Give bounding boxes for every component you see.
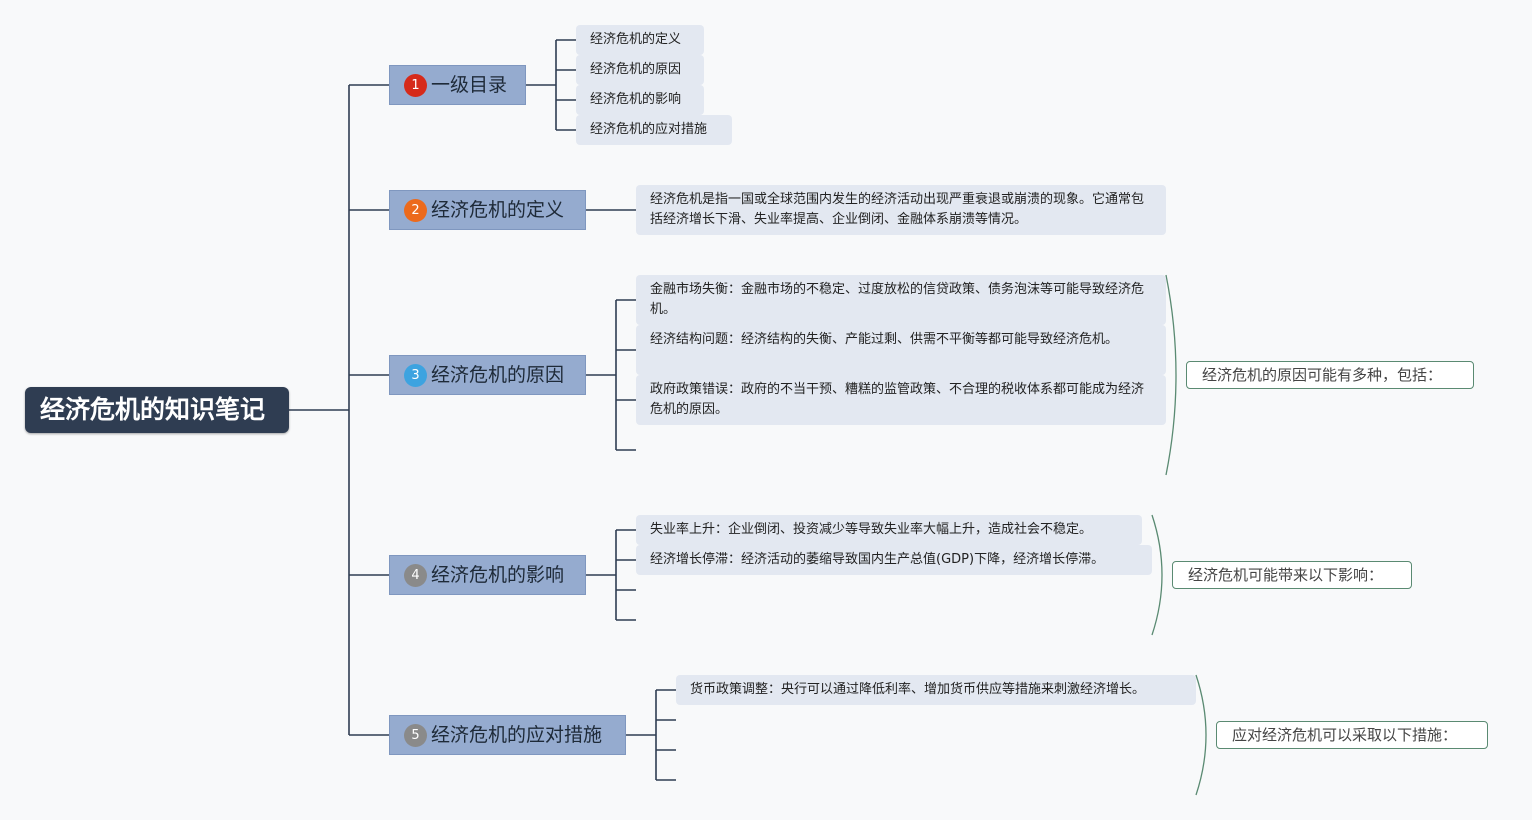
branch-4-item-2[interactable]: 经济增长停滞：经济活动的萎缩导致国内生产总值(GDP)下降，经济增长停滞。	[636, 545, 1152, 575]
branch-1-item-1[interactable]: 经济危机的定义	[576, 25, 704, 55]
branch-3-item-3[interactable]: 政府政策错误：政府的不当干预、糟糕的监管政策、不合理的税收体系都可能成为经济危机…	[636, 375, 1166, 425]
branch-3-summary[interactable]: 经济危机的原因可能有多种，包括：	[1186, 361, 1474, 389]
branch-5-connector	[626, 689, 676, 781]
branch-4-label: 经济危机的影响	[431, 564, 565, 586]
branch-1-label: 一级目录	[431, 74, 508, 96]
number-5-badge-icon: 5	[404, 723, 427, 747]
branch-5-item-1[interactable]: 货币政策调整：央行可以通过降低利率、增加货币供应等措施来刺激经济增长。	[676, 675, 1196, 705]
branch-1-connector	[526, 39, 576, 131]
branch-4-topic[interactable]: 4 经济危机的影响	[389, 555, 586, 595]
summary-brace-4	[1151, 514, 1163, 636]
summary-brace-3	[1165, 274, 1177, 476]
branch-1-item-4[interactable]: 经济危机的应对措施	[576, 115, 732, 145]
number-1-badge-icon: 1	[404, 73, 427, 97]
branch-5-label: 经济危机的应对措施	[431, 724, 603, 746]
root-topic[interactable]: 经济危机的知识笔记	[25, 387, 289, 433]
branch-4-item-1[interactable]: 失业率上升：企业倒闭、投资减少等导致失业率大幅上升，造成社会不稳定。	[636, 515, 1142, 545]
branch-3-item-1[interactable]: 金融市场失衡：金融市场的不稳定、过度放松的信贷政策、债务泡沫等可能导致经济危机。	[636, 275, 1166, 325]
branch-1-topic[interactable]: 1 一级目录	[389, 65, 526, 105]
branch-1-item-2[interactable]: 经济危机的原因	[576, 55, 704, 85]
number-4-badge-icon: 4	[404, 563, 427, 587]
branch-4-connector	[586, 529, 636, 621]
branch-3-topic[interactable]: 3 经济危机的原因	[389, 355, 586, 395]
number-3-badge-icon: 3	[404, 363, 427, 387]
branch-2-label: 经济危机的定义	[431, 199, 565, 221]
branch-3-label: 经济危机的原因	[431, 364, 565, 386]
branch-5-topic[interactable]: 5 经济危机的应对措施	[389, 715, 626, 755]
branch-2-topic[interactable]: 2 经济危机的定义	[389, 190, 586, 230]
branch-3-item-2[interactable]: 经济结构问题：经济结构的失衡、产能过剩、供需不平衡等都可能导致经济危机。	[636, 325, 1166, 375]
branch-3-connector	[586, 299, 636, 451]
branch-4-summary[interactable]: 经济危机可能带来以下影响：	[1172, 561, 1412, 589]
number-2-badge-icon: 2	[404, 198, 427, 222]
branch-2-item-1[interactable]: 经济危机是指一国或全球范围内发生的经济活动出现严重衰退或崩溃的现象。它通常包括经…	[636, 185, 1166, 235]
branch-1-item-3[interactable]: 经济危机的影响	[576, 85, 704, 115]
summary-brace-5	[1195, 674, 1207, 796]
branch-5-summary[interactable]: 应对经济危机可以采取以下措施：	[1216, 721, 1488, 749]
